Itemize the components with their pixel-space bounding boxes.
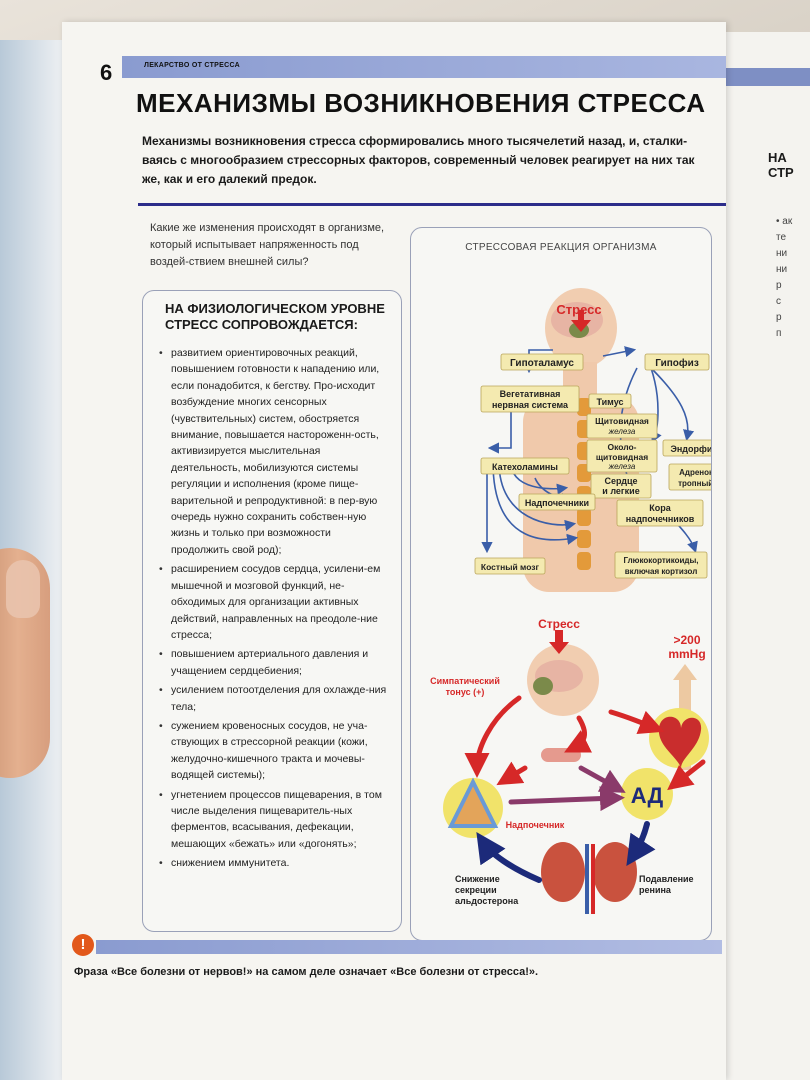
stress-label: Стресс [556,302,601,317]
svg-text:Сердце: Сердце [604,476,637,486]
aldosterone-label-3: альдостерона [455,896,519,906]
svg-text:нервная система: нервная система [492,400,569,410]
svg-text:тропный гормон: тропный гормон [678,479,711,488]
pressure-unit: mmHg [668,647,705,661]
book-page: 6 ЛЕКАРСТВО ОТ СТРЕССА МЕХАНИЗМЫ ВОЗНИКН… [62,22,726,1080]
intro-paragraph: Механизмы возникновения стресса сформиро… [142,134,695,186]
page-number: 6 [100,60,113,85]
bone-marrow-label: Костный мозг [474,557,546,575]
physiology-box-title: НА ФИЗИОЛОГИЧЕСКОМ УРОВНЕ СТРЕСС СОПРОВО… [165,301,385,332]
red-arrows [464,695,706,791]
exclamation-icon: ! [72,934,94,956]
svg-text:Адренокортико-: Адренокортико- [679,468,711,477]
stress-reaction-diagram: Стресс Гипоталамус [430,288,711,914]
list-item: сужением кровеносных сосудов, не уча-ств… [159,718,387,784]
diagram-box: СТРЕССОВАЯ РЕАКЦИЯ ОРГАНИЗМА [410,227,712,941]
pituitary-label: Гипофиз [644,353,710,371]
list-item: повышением артериального давления и учащ… [159,646,387,679]
svg-text:Кора: Кора [649,503,671,513]
svg-text:Глюкокортикоиды,: Глюкокортикоиды, [623,556,698,565]
endorphins-label: Эндорфины [662,439,711,457]
next-page: НА СТР • ак те ни ни р с р п [716,32,810,1080]
purple-arrows [508,765,626,812]
adrenal-icon [447,777,499,828]
header-bar [122,56,726,78]
page-title: МЕХАНИЗМЫ ВОЗНИКНОВЕНИЯ СТРЕССА [136,88,706,118]
note-text: Фраза «Все болезни от нервов!» на самом … [74,966,539,978]
next-page-text: • ак те ни ни р с р п [776,216,793,339]
fingernail [6,560,40,618]
bp-background [621,768,673,820]
parathyroid-label: Около- щитовидная железа [586,439,658,473]
svg-text:Щитовидная: Щитовидная [595,416,649,426]
list-item: расширением сосудов сердца, усилени-ем м… [159,561,387,643]
kidneys-icon [541,842,637,914]
gland-icon [533,677,553,695]
svg-text:железа: железа [608,462,636,471]
svg-text:Катехоламины: Катехоламины [492,462,558,472]
svg-text:и легкие: и легкие [602,486,639,496]
autonomic-nervous-system-label: Вегетативная нервная система [480,385,580,413]
adrenal-label: Надпочечник [506,820,565,830]
svg-text:включая кортизол: включая кортизол [625,567,698,576]
svg-text:Гипофиз: Гипофиз [655,357,699,369]
intro-divider [138,203,726,206]
svg-text:Гипоталамус: Гипоталамус [510,358,574,369]
glucocorticoids-label: Глюкокортикоиды, включая кортизол [614,551,708,579]
thyroid-label: Щитовидная железа [586,413,658,439]
catecholamines-label: Катехоламины [480,457,570,475]
list-item: развитием ориентировочных реакций, повыш… [159,345,387,558]
hypothalamus-label: Гипоталамус [500,353,584,371]
sympathetic-label: Симпатический [430,676,500,686]
blood-pressure-diagram: Стресс >200 mmHg Симпатический тонус (+)… [430,617,709,914]
pressure-value: >200 [673,633,700,647]
stress-arrow [571,310,591,332]
svg-text:Вегетативная: Вегетативная [500,389,561,399]
svg-text:Костный мозг: Костный мозг [481,562,540,572]
diagram-title: СТРЕССОВАЯ РЕАКЦИЯ ОРГАНИЗМА [465,242,657,253]
list-item: угнетением процессов пищеварения, в том … [159,787,387,853]
adrenal-cortex-label: Кора надпочечников [616,499,704,527]
renin-label-2: ренина [639,885,672,895]
next-page-header-bar [718,68,810,86]
physiology-box: НА ФИЗИОЛОГИЧЕСКОМ УРОВНЕ СТРЕСС СОПРОВО… [142,290,402,932]
svg-text:щитовидная: щитовидная [596,452,648,462]
note-bar [96,940,722,954]
thymus-label: Тимус [588,393,632,409]
running-head: ЛЕКАРСТВО ОТ СТРЕССА [144,62,240,69]
stress-label: Стресс [538,617,580,631]
svg-text:Около-: Около- [607,442,636,452]
svg-text:Тимус: Тимус [596,397,623,407]
list-item: снижением иммунитета. [159,855,387,872]
stress-arrow [549,630,569,654]
heart-icon [658,716,702,768]
acth-label: Адренокортико- тропный гормон [668,463,711,491]
svg-text:железа: железа [608,427,636,436]
adrenals-label: Надпочечники [518,493,596,511]
svg-text:Эндорфины: Эндорфины [670,444,711,454]
sympathetic-label-2: тонус (+) [446,687,485,697]
svg-text:Надпочечники: Надпочечники [525,498,589,508]
svg-text:надпочечников: надпочечников [626,514,695,524]
aldosterone-label-2: секреции [455,885,497,895]
navy-arrows [476,821,656,883]
renin-label: Подавление [639,874,694,884]
bp-label: АД [631,783,664,808]
blood-vessel-icon [541,748,581,762]
list-item: усилением потоотделения для охлажде-ния … [159,682,387,715]
physiology-list: развитием ориентировочных реакций, повыш… [159,345,387,875]
heart-lungs-label: Сердце и легкие [590,473,652,499]
next-page-title: НА СТР [768,150,794,180]
aldosterone-label: Снижение [455,874,500,884]
question-paragraph: Какие же изменения происходят в организм… [150,222,385,268]
